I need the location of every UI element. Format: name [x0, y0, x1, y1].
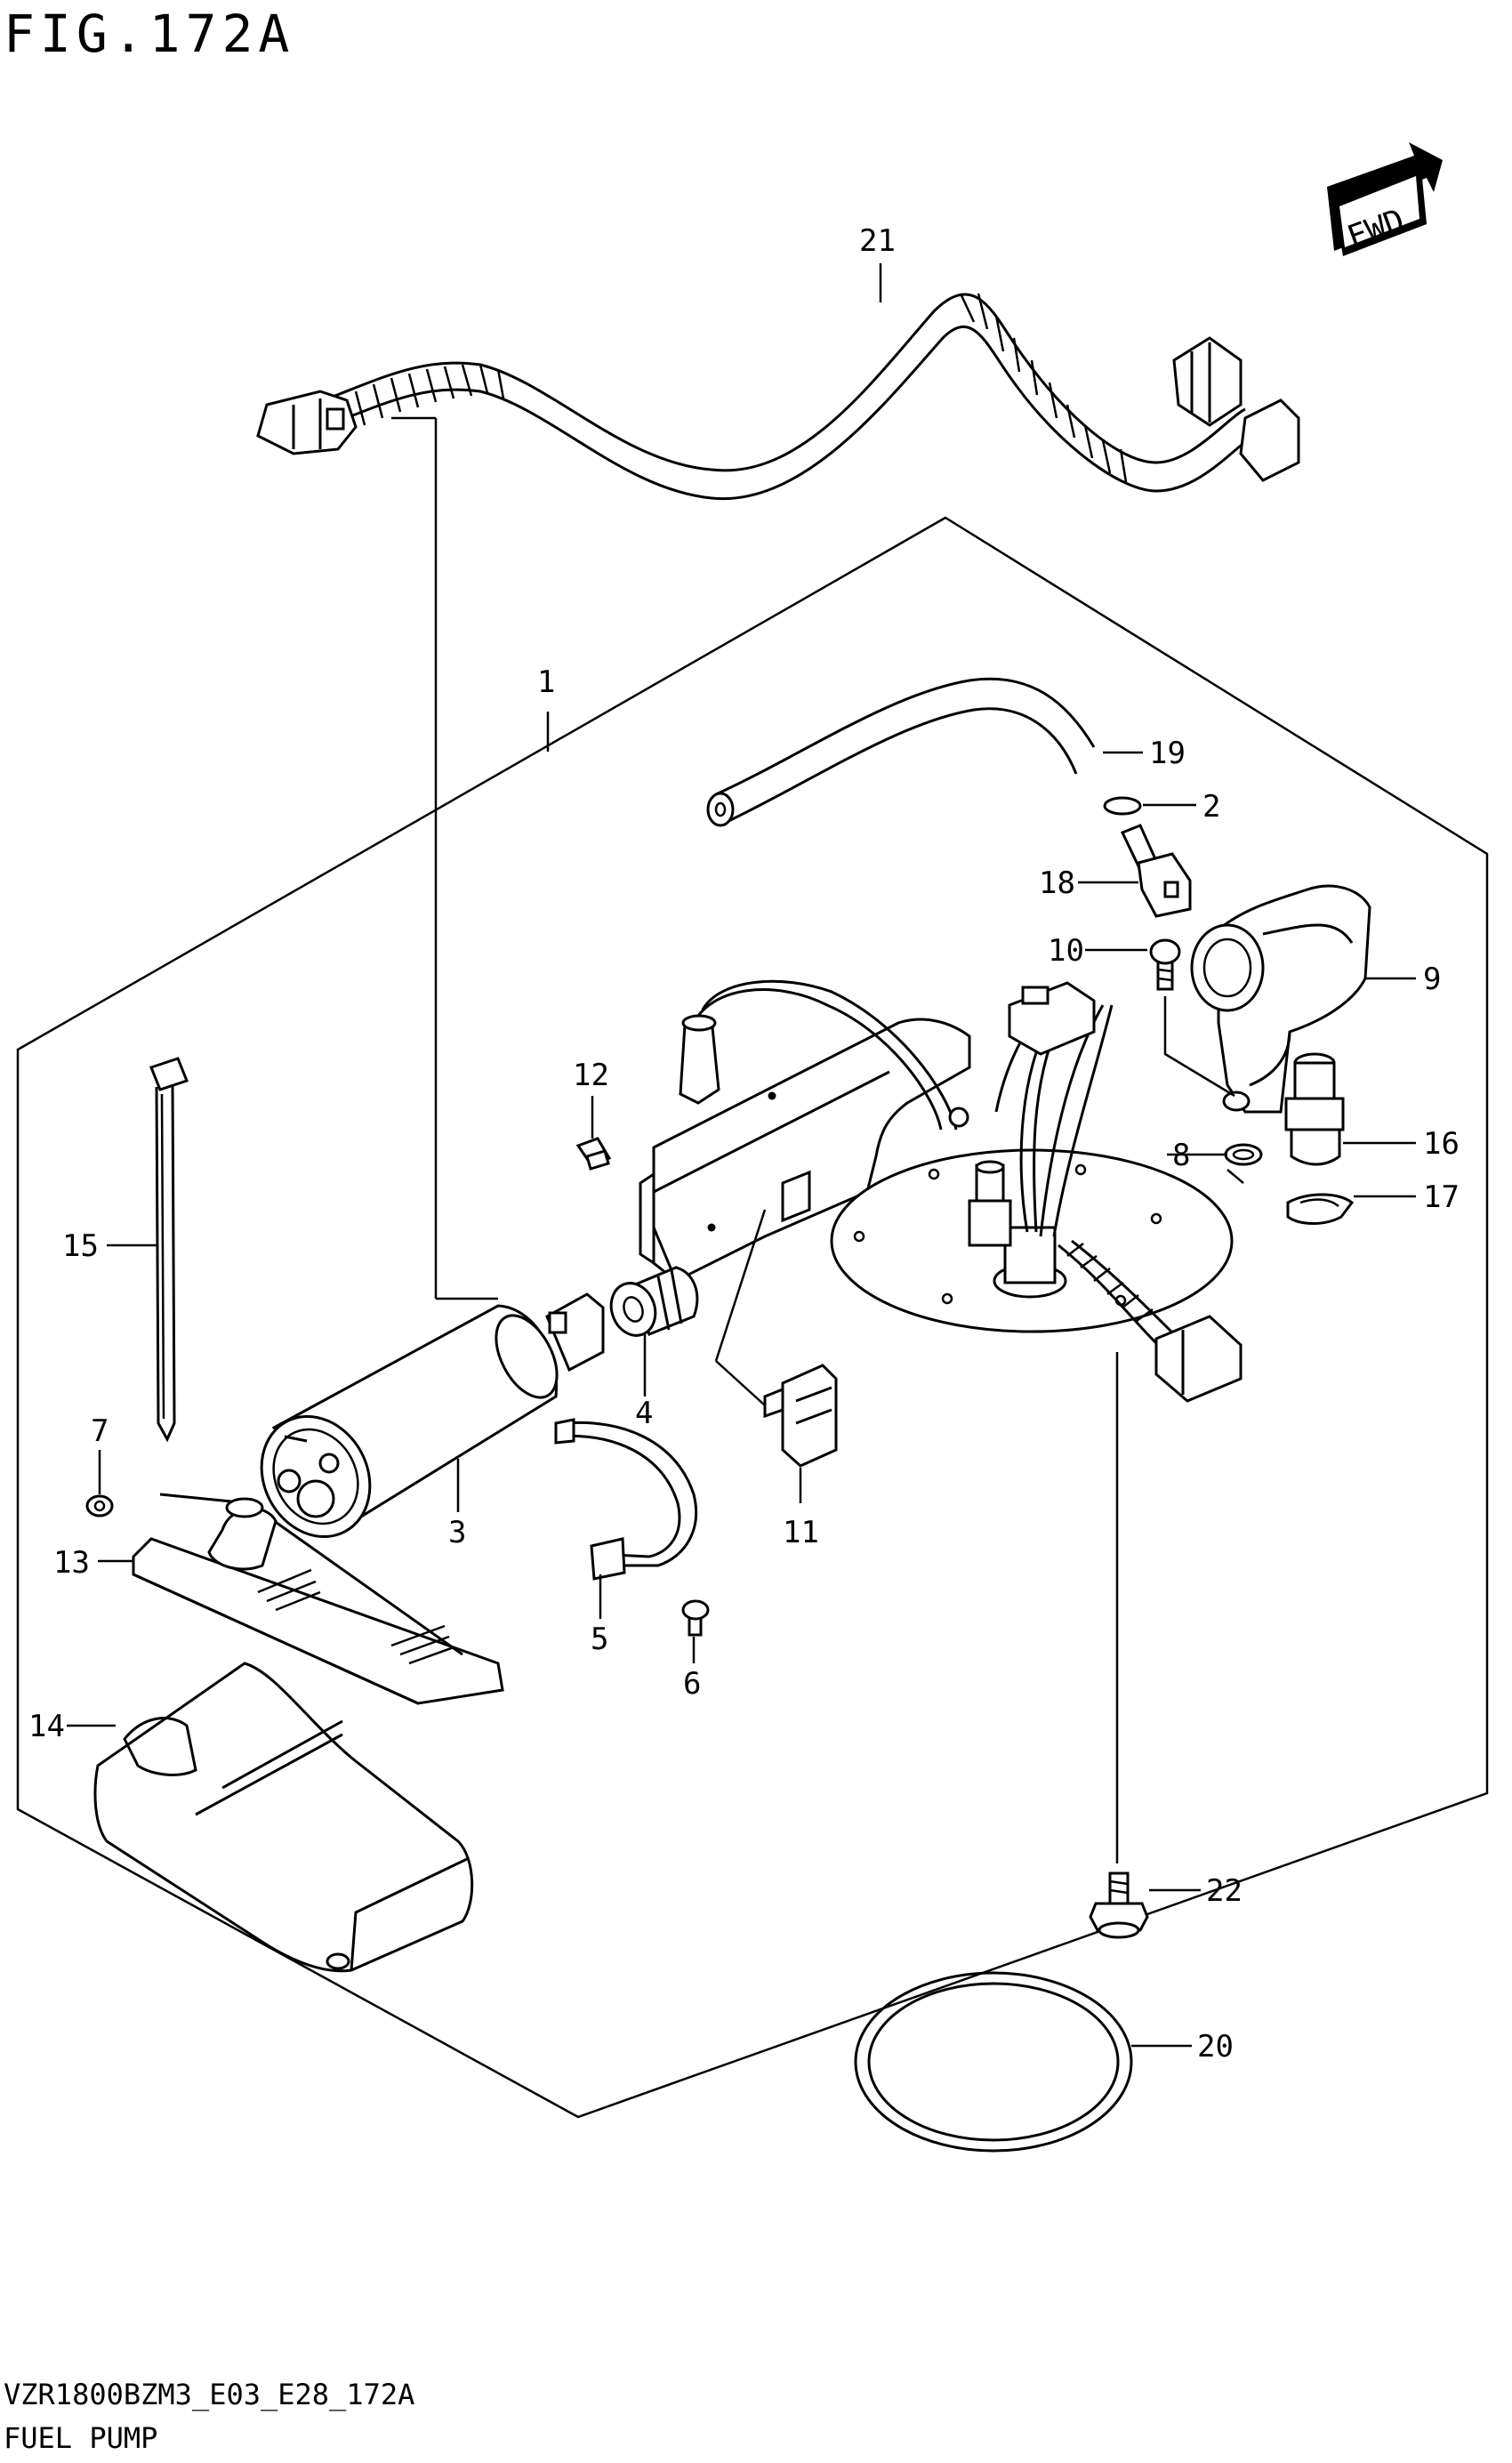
callout-labels: 21 1 19 2 18 9 10 12 8 16 17 15 4 7 3 11… — [28, 223, 1460, 2065]
callout-12: 12 — [573, 1058, 609, 1093]
callout-11: 11 — [783, 1515, 819, 1550]
callout-2: 2 — [1202, 789, 1220, 825]
guard-14 — [93, 1662, 474, 1973]
wiring — [679, 979, 1243, 1403]
hose-19 — [706, 677, 1096, 827]
callout-7: 7 — [91, 1413, 109, 1449]
callout-14: 14 — [28, 1709, 65, 1744]
callout-9: 9 — [1423, 962, 1441, 997]
cable-tie-15 — [149, 1057, 189, 1443]
nut-7 — [85, 1494, 114, 1517]
callout-22: 22 — [1206, 1873, 1243, 1909]
joint-9 — [1190, 884, 1371, 1114]
callout-17: 17 — [1423, 1179, 1460, 1215]
callout-19: 19 — [1149, 736, 1186, 771]
pump-bracket — [639, 1018, 971, 1283]
callout-15: 15 — [62, 1228, 99, 1264]
fwd-arrow-icon: FWD — [1327, 142, 1443, 256]
o-ring-8 — [1224, 1143, 1263, 1166]
grommet-4 — [609, 1266, 699, 1337]
callout-16: 16 — [1423, 1126, 1460, 1162]
callout-6: 6 — [683, 1666, 701, 1702]
callout-8: 8 — [1172, 1138, 1190, 1173]
callout-3: 3 — [448, 1515, 466, 1550]
callout-20: 20 — [1197, 2029, 1234, 2065]
callout-10: 10 — [1048, 933, 1084, 969]
callout-1: 1 — [537, 664, 555, 700]
leader-lines — [67, 263, 1416, 2048]
fuel-hose-21 — [256, 293, 1300, 501]
callout-4: 4 — [635, 1396, 653, 1431]
gasket-20 — [854, 1971, 1133, 2153]
nipple-18 — [1120, 824, 1192, 918]
band-5 — [554, 1418, 698, 1581]
filter-13 — [132, 1493, 504, 1705]
holder-11 — [763, 1364, 838, 1468]
pump-plate — [830, 1148, 1234, 1333]
screw-10 — [1149, 938, 1181, 991]
clamp-2 — [1103, 796, 1142, 816]
bolt-22 — [1089, 1871, 1149, 1939]
callout-5: 5 — [591, 1622, 608, 1657]
callout-21: 21 — [859, 223, 896, 259]
figure-title: FIG.172A — [4, 4, 294, 64]
callout-13: 13 — [53, 1545, 90, 1581]
assembly-outline — [16, 516, 1489, 2119]
clamp-12 — [575, 1137, 612, 1171]
screw-6 — [681, 1599, 710, 1637]
callout-18: 18 — [1039, 865, 1075, 901]
diagram-name: FUEL PUMP — [4, 2421, 157, 2455]
valve-16 — [1284, 1052, 1345, 1166]
diagram-code: VZR1800BZM3_E03_E28_172A — [4, 2378, 414, 2411]
fuel-pump-3 — [260, 1292, 605, 1539]
clip-17 — [1286, 1193, 1355, 1225]
